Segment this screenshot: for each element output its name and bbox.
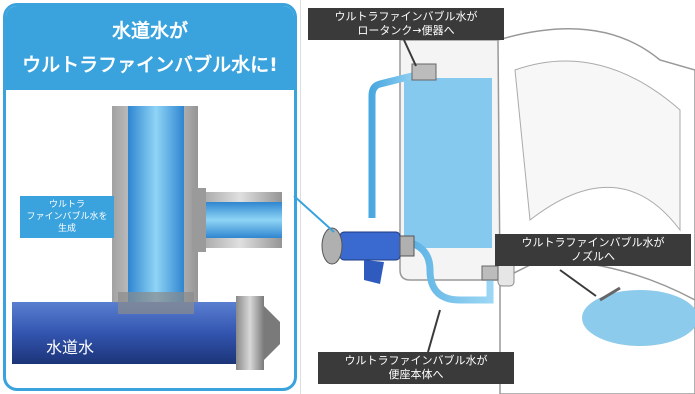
label-tank-to-bowl: ウルトラファインバブル水が ロータンク→便器へ [308, 8, 504, 40]
bubble-unit-valve [339, 231, 401, 261]
label-nozzle-line1: ウルトラファインバブル水が [521, 236, 665, 249]
header-title-line1: 水道水が [111, 20, 188, 42]
bubble-generation-callout: ウルトラ ファインバブル水を 生成 [20, 196, 114, 238]
callout-line2: ファインバブル水を [26, 212, 108, 222]
label-seat-line1: ウルトラファインバブル水が [344, 354, 488, 367]
toilet-illustration [300, 0, 695, 394]
tank-water [404, 78, 492, 248]
tap-water-label: 水道水 [46, 338, 95, 357]
label-tank-line2: ロータンク→便器へ [357, 24, 455, 37]
hose-to-tank [368, 70, 421, 218]
label-tank-line1: ウルトラファインバブル水が [334, 10, 478, 23]
valve-cutaway-illustration [12, 92, 288, 386]
washlet-nozzle [599, 286, 621, 302]
callout-line3: 生成 [57, 224, 76, 234]
label-to-seat-body: ウルトラファインバブル水が 便座本体へ [318, 352, 514, 384]
bowl-water [582, 290, 695, 346]
label-seat-line2: 便座本体へ [388, 368, 444, 381]
header-title-line2: ウルトラファインバブル水に! [22, 54, 278, 76]
panel-header: 水道水が ウルトラファインバブル水に! [6, 6, 294, 90]
label-nozzle-line2: ノズルへ [571, 250, 615, 263]
bubble-water-flow-horizontal [198, 202, 282, 238]
callout-line1: ウルトラ [48, 200, 85, 210]
label-to-nozzle: ウルトラファインバブル水が ノズルへ [495, 234, 691, 266]
left-panel: 水道水が ウルトラファインバブル水に! [3, 3, 297, 391]
